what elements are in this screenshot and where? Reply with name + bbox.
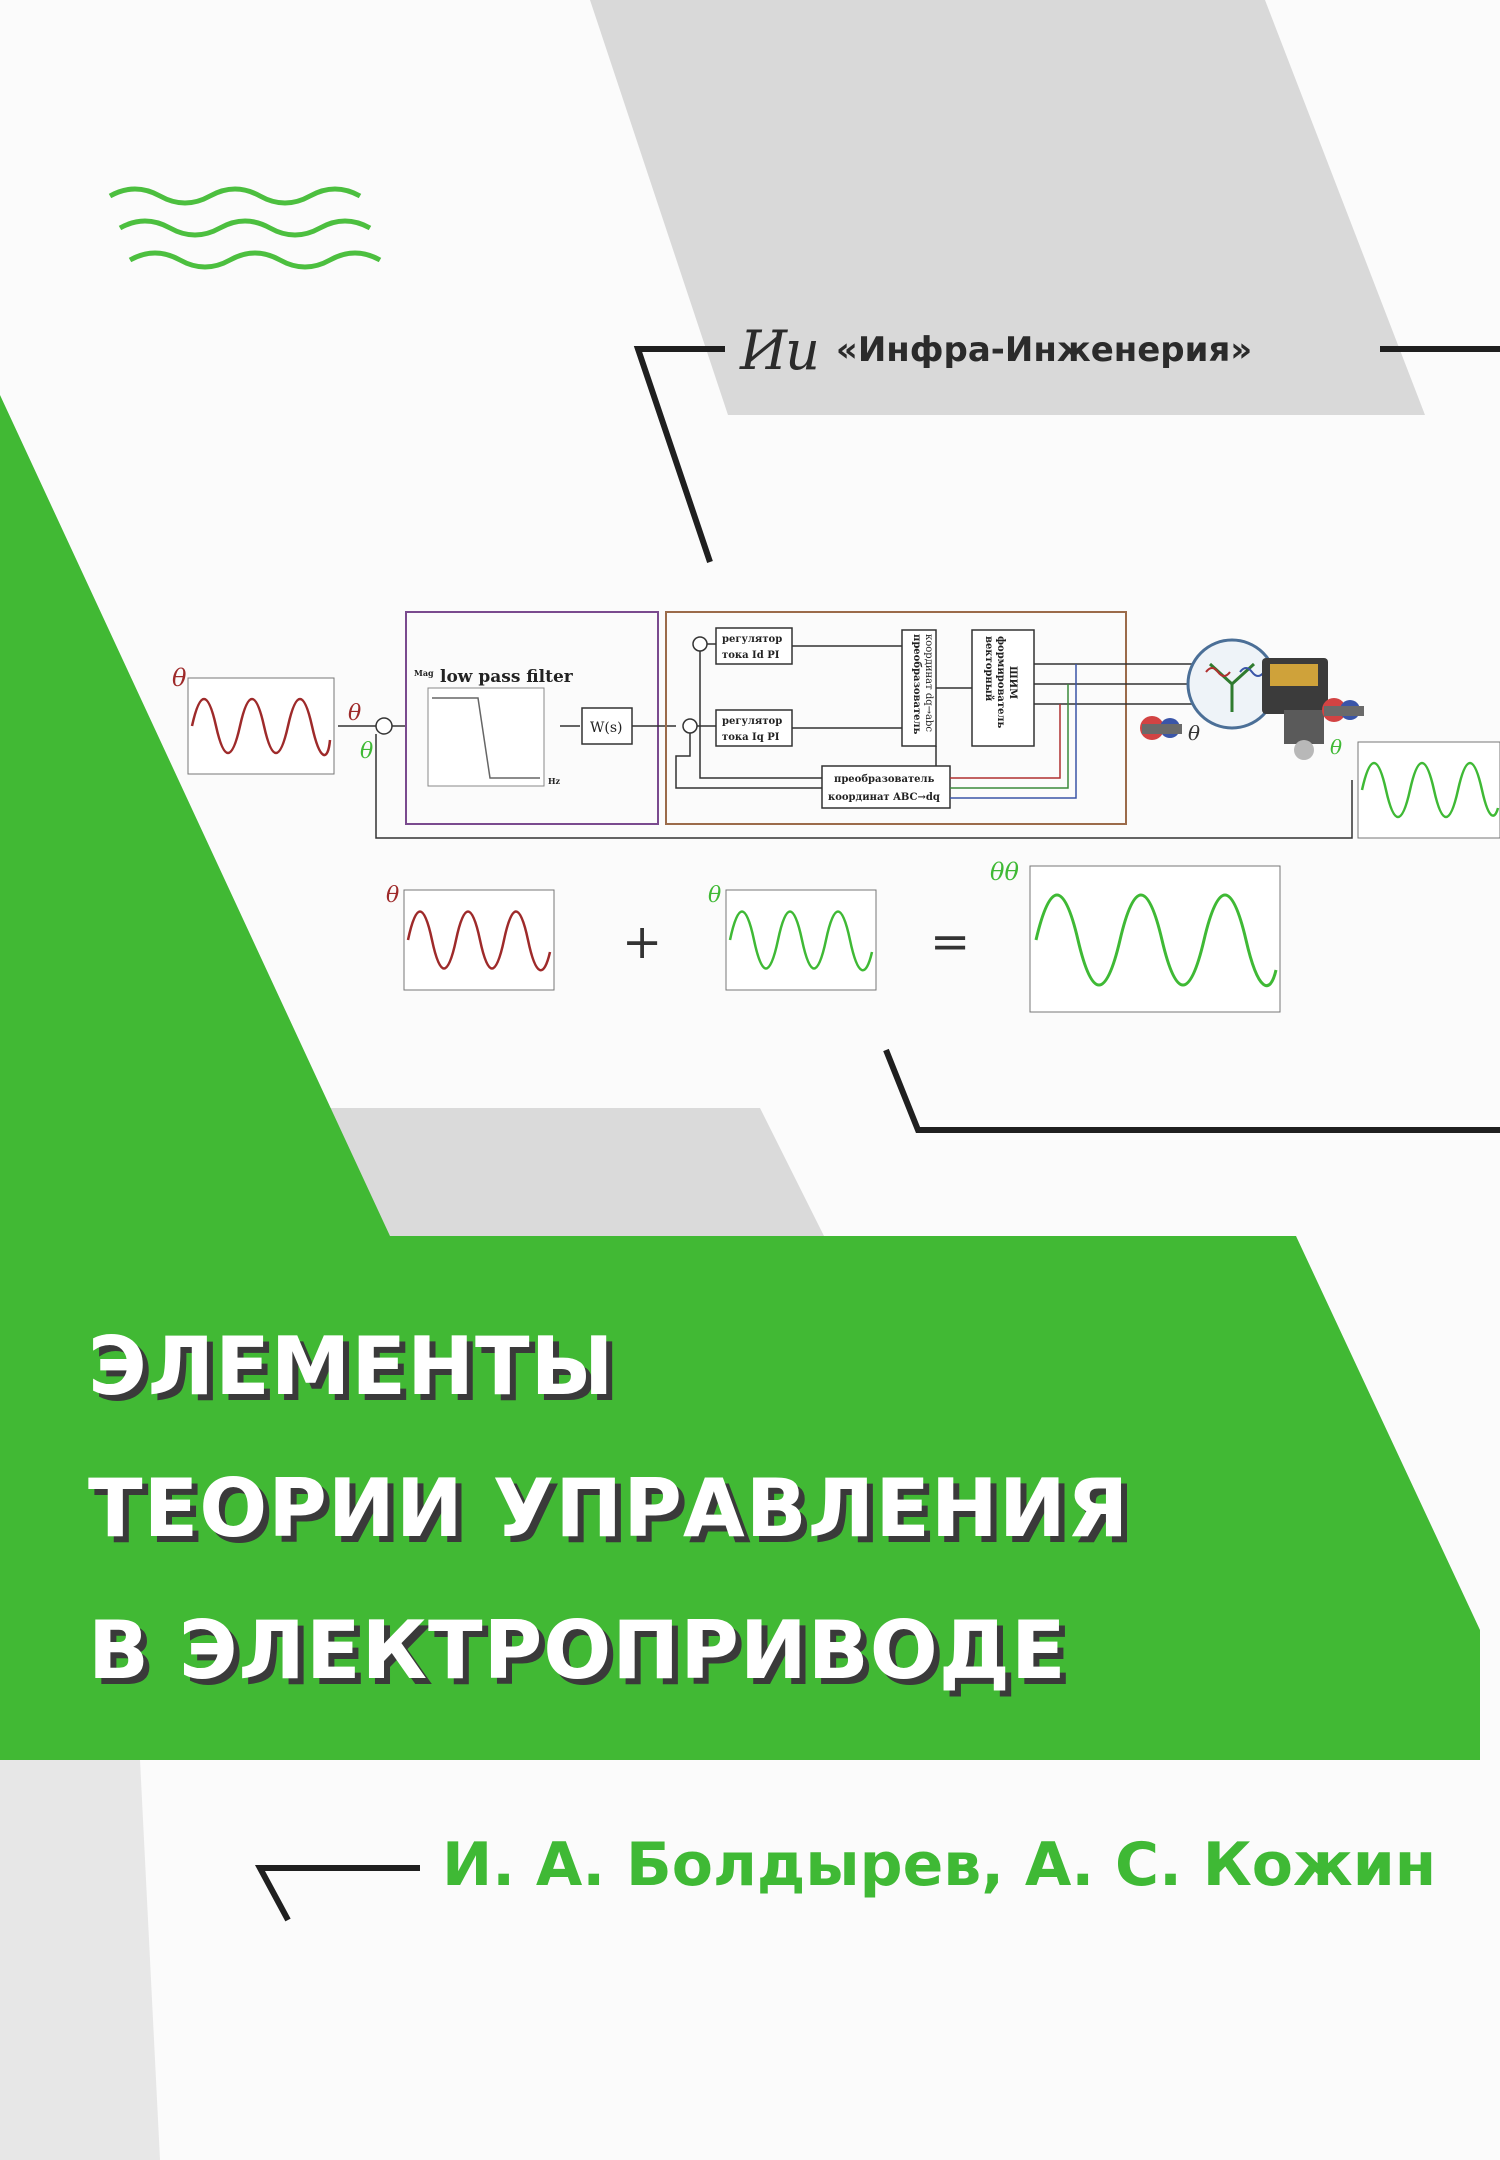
low-pass-filter-box: [405, 611, 659, 825]
publisher-name: «Инфра-Инженерия»: [835, 330, 1253, 370]
conv-abc-dq-label-1: преобразователь: [834, 774, 935, 785]
green-shape-left: [0, 395, 1480, 1760]
input-theta-label: θ: [172, 664, 187, 692]
reg-q-label-2: тока Iq PI: [722, 732, 780, 743]
pwm-label-3: ШИМ: [1007, 666, 1018, 699]
encoder-icon-right: [1322, 698, 1364, 722]
filter-x-axis-label: Hz: [548, 776, 561, 786]
eq-theta-green-label: θ: [708, 883, 721, 908]
gray-shape-bottom: [0, 1760, 160, 2160]
frame-line-top: [633, 346, 725, 563]
sum1-theta-label: θ: [348, 701, 361, 726]
sum1-feedback-theta-label: θ: [360, 739, 373, 764]
sum-junction-d: [692, 636, 708, 652]
reg-d-label-2: тока Id PI: [722, 650, 780, 661]
coordinate-converter-dq-abc: [901, 629, 937, 747]
pwm-label-1: векторный: [983, 636, 994, 702]
encoder-theta-label: θ: [1188, 721, 1200, 745]
wave-lines-icon: [108, 186, 382, 270]
motor-icon: [1186, 638, 1328, 760]
transfer-function-label: W(s): [590, 720, 623, 736]
eq-green-wave: [728, 910, 874, 972]
reg-q-label-1: регулятор: [722, 716, 782, 727]
feedback-lines: [375, 651, 1353, 839]
current-regulator-q: [715, 709, 793, 747]
vector-pwm-block: [971, 629, 1035, 747]
reg-d-label-1: регулятор: [722, 634, 782, 645]
controller-box: [665, 611, 1127, 825]
frame-lines: [254, 346, 1500, 1922]
transfer-function-block: [581, 707, 633, 745]
eq-equals-sign: =: [930, 914, 970, 970]
sum-junction-q: [682, 718, 698, 734]
title-line-3: В ЭЛЕКТРОПРИВОДЕ: [88, 1604, 1067, 1697]
frame-line-bottom: [254, 1865, 420, 1922]
title-line-1: ЭЛЕМЕНТЫ: [88, 1320, 615, 1413]
publisher: Ии «Инфра-Инженерия»: [740, 318, 1252, 382]
conv-dq-abc-label-1: преобразователь: [911, 634, 922, 735]
publisher-logo-icon: Ии: [740, 318, 820, 382]
gray-shape-top: [590, 0, 1425, 415]
coordinate-converter-abc-dq: [821, 765, 951, 809]
output-signal-plot: θ: [1330, 735, 1500, 839]
output-theta-label: θ: [1330, 735, 1342, 759]
title-line-2: ТЕОРИИ УПРАВЛЕНИЯ: [88, 1462, 1130, 1555]
input-sine-wave: [190, 697, 332, 757]
filter-title: low pass filter: [440, 667, 574, 687]
eq-theta-double-label: θθ: [990, 858, 1019, 886]
eq-red-wave: [406, 910, 552, 972]
sum-junction-1: [375, 717, 393, 735]
filter-y-axis-label: Mag: [414, 668, 434, 678]
phase-lines: [1034, 663, 1192, 705]
output-sine-wave: [1360, 761, 1500, 819]
signal-equation: θ + θ = θθ: [386, 858, 1281, 1013]
gray-shape-mid: [260, 1108, 830, 1248]
filter-response-curve: [432, 697, 540, 779]
eq-theta-red-label: θ: [386, 883, 399, 908]
pwm-label-2: формирователь: [995, 636, 1006, 728]
frame-line-mid: [883, 1048, 1500, 1133]
control-block-diagram: θ θ θ low pass filter Mag Hz W(s) регуля…: [172, 611, 1500, 1013]
conv-dq-abc-label-2: координат dq→abc: [923, 634, 934, 732]
current-regulator-d: [715, 627, 793, 665]
eq-sum-wave: [1034, 893, 1278, 988]
eq-plus-sign: +: [622, 914, 662, 970]
input-signal-plot: θ: [172, 664, 335, 775]
conv-abc-dq-label-2: координат ABC→dq: [828, 792, 940, 803]
encoder-icon: θ: [1140, 716, 1200, 745]
authors: И. А. Болдырев, А. С. Кожин: [442, 1830, 1437, 1900]
